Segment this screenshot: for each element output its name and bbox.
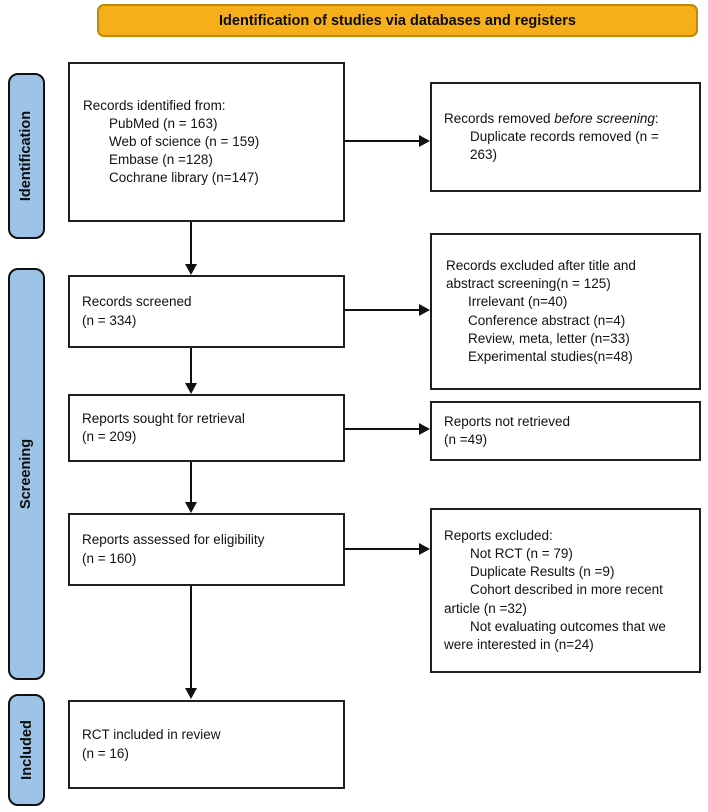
reports-not-retrieved-label: Reports not retrieved — [444, 413, 571, 429]
arrow-line — [345, 309, 420, 311]
records-excluded-screening-title: Records excluded after title and abstrac… — [446, 258, 636, 292]
rct-included-label: RCT included in review — [82, 727, 221, 743]
reports-sought-count: (n = 209) — [82, 429, 137, 444]
stage-label-included: Included — [8, 694, 45, 806]
reports-assessed-count: (n = 160) — [82, 550, 137, 566]
box-records-identified: Records identified from: PubMed (n = 163… — [68, 62, 345, 222]
records-identified-title: Records identified from: — [83, 97, 226, 113]
box-reports-sought: Reports sought for retrieval (n = 209) — [68, 394, 345, 462]
records-removed-title-italic: before screening — [554, 110, 655, 126]
arrow-line — [345, 428, 420, 430]
records-removed-title-suffix: : — [654, 110, 659, 126]
banner-label: Identification of studies via databases … — [219, 12, 576, 29]
reports-not-retrieved-count: (n =49) — [444, 432, 488, 447]
records-screened-count: (n = 334) — [82, 312, 137, 328]
records-identified-item: Embase (n =128) — [109, 152, 213, 168]
rct-included-count: (n = 16) — [82, 745, 129, 761]
arrow-line — [190, 222, 192, 265]
records-excluded-screening-item: Irrelevant (n=40) — [468, 294, 568, 310]
arrow-head-down-icon — [185, 688, 197, 699]
stage-label-screening-text: Screening — [18, 438, 35, 510]
records-removed-item: Duplicate records removed (n = 263) — [470, 128, 659, 163]
stage-label-screening: Screening — [8, 268, 45, 680]
arrow-head-right-icon — [419, 135, 430, 147]
box-reports-excluded: Reports excluded: Not RCT (n = 79) Dupli… — [430, 508, 701, 673]
records-excluded-screening-item: Conference abstract (n=4) — [468, 312, 626, 328]
records-removed-title: Records removed before screening: — [444, 110, 663, 128]
box-records-screened: Records screened (n = 334) — [68, 275, 345, 348]
records-identified-item: PubMed (n = 163) — [109, 115, 218, 131]
stage-label-included-text: Included — [18, 720, 35, 780]
stage-label-identification: Identification — [8, 73, 45, 239]
box-reports-assessed: Reports assessed for eligibility (n = 16… — [68, 513, 345, 586]
box-reports-not-retrieved: Reports not retrieved (n =49) — [430, 401, 701, 461]
reports-sought-label: Reports sought for retrieval — [82, 410, 245, 426]
reports-excluded-title: Reports excluded: — [444, 528, 553, 544]
arrow-head-right-icon — [419, 543, 430, 555]
arrow-line — [190, 348, 192, 384]
arrow-line — [345, 548, 420, 550]
records-screened-label: Records screened — [82, 294, 192, 310]
arrow-head-down-icon — [185, 383, 197, 394]
arrow-head-down-icon — [185, 264, 197, 275]
records-excluded-screening-item: Review, meta, letter (n=33) — [468, 330, 630, 346]
records-identified-item: Web of science (n = 159) — [109, 133, 260, 149]
box-rct-included: RCT included in review (n = 16) — [68, 700, 345, 789]
arrow-line — [190, 462, 192, 503]
arrow-line — [345, 140, 420, 142]
stage-label-identification-text: Identification — [18, 110, 35, 202]
reports-excluded-item: Cohort described in more recent article … — [444, 582, 663, 616]
reports-excluded-item: Not evaluating outcomes that we were int… — [444, 618, 666, 652]
box-records-removed-before-screening: Records removed before screening: Duplic… — [430, 82, 701, 192]
arrow-line — [190, 586, 192, 689]
box-records-excluded-screening: Records excluded after title and abstrac… — [430, 233, 701, 390]
records-identified-item: Cochrane library (n=147) — [109, 170, 259, 186]
reports-assessed-label: Reports assessed for eligibility — [82, 532, 265, 548]
records-removed-title-prefix: Records removed — [444, 110, 555, 126]
records-excluded-screening-item: Experimental studies(n=48) — [468, 348, 633, 364]
reports-excluded-item: Not RCT (n = 79) — [470, 546, 573, 562]
banner-identification-of-studies: Identification of studies via databases … — [97, 4, 698, 37]
arrow-head-right-icon — [419, 304, 430, 316]
arrow-head-down-icon — [185, 502, 197, 513]
reports-excluded-item: Duplicate Results (n =9) — [470, 564, 615, 580]
arrow-head-right-icon — [419, 423, 430, 435]
